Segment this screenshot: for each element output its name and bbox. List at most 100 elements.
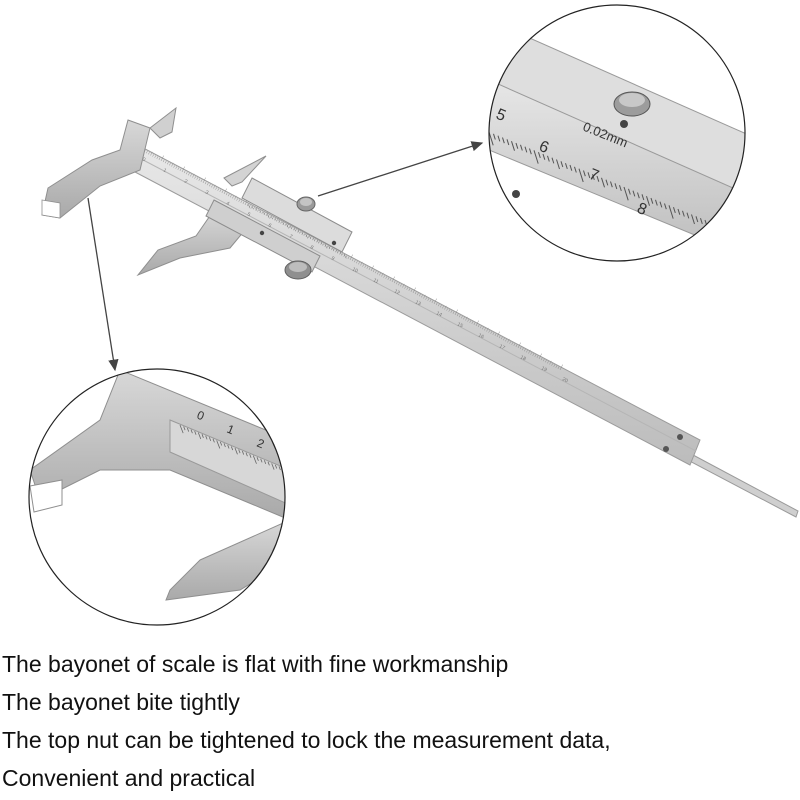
scale-tick (520, 144, 523, 151)
scale-tick (610, 181, 613, 188)
scale-tick (232, 196, 234, 199)
scale-tick (614, 183, 618, 190)
scale-tick (465, 316, 468, 321)
scale-tick (320, 241, 323, 245)
scale-tick (301, 231, 304, 235)
vernier-slider (241, 177, 353, 253)
scale-tick (555, 365, 558, 368)
scale-tick (718, 225, 721, 232)
scale-tick (542, 153, 546, 160)
scale-tick (479, 325, 482, 329)
depth-rod (679, 447, 799, 518)
scale-tick (238, 449, 241, 454)
scale-tick (290, 226, 293, 230)
scale-tick (223, 443, 226, 448)
scale-tick (353, 259, 356, 263)
scale-tick (511, 342, 514, 345)
scale-tick (201, 434, 204, 438)
main-scale-number: 13 (414, 299, 422, 307)
caption-line-3: The top nut can be tightened to lock the… (2, 727, 611, 753)
scale-tick (326, 245, 329, 249)
scale-tick (274, 464, 278, 469)
scale-tick (368, 267, 371, 271)
scale-tick (475, 320, 479, 327)
scale-tick (731, 230, 735, 237)
zoom-detail-jaws: 0 1 2 (29, 369, 285, 625)
scale-tick (198, 178, 201, 181)
scale-tick (152, 154, 154, 157)
scale-tick (628, 188, 631, 195)
scale-tick (209, 183, 211, 187)
scale-tick (188, 172, 190, 176)
scale-tick (542, 358, 545, 362)
main-scale-number: 14 (435, 310, 443, 318)
scale-tick (521, 347, 524, 351)
scale-tick (759, 242, 763, 255)
scale-tick (524, 348, 526, 352)
scale-tick (560, 161, 564, 168)
zoom-jaw-number: 1 (225, 422, 237, 438)
scale-tick (402, 283, 405, 288)
scale-tick (177, 167, 180, 170)
scale-tick (335, 249, 337, 253)
scale-tick (448, 309, 451, 312)
main-scale-number: 15 (456, 321, 464, 329)
scale-tick (722, 227, 726, 234)
scale-tick (158, 157, 161, 161)
scale-tick (530, 352, 532, 355)
scale-tick (578, 168, 584, 183)
scale-tick (429, 299, 432, 302)
scale-tick (583, 170, 586, 177)
scale-tick (534, 354, 537, 357)
scale-tick (278, 466, 281, 471)
scale-tick (755, 240, 757, 246)
scale-tick (549, 360, 552, 365)
scale-tick (540, 357, 543, 361)
scale-tick (280, 221, 283, 224)
scale-tick (247, 203, 251, 209)
beam-screw (663, 446, 669, 452)
scale-tick (372, 269, 375, 273)
scale-tick (493, 133, 496, 140)
scale-tick (750, 238, 752, 244)
scale-tick (284, 223, 287, 227)
main-scale-number: 7 (288, 233, 293, 240)
scale-tick (204, 181, 207, 185)
scale-tick (559, 364, 563, 371)
scale-tick (494, 333, 497, 337)
scale-tick (221, 190, 224, 194)
scale-tick (695, 216, 699, 223)
scale-tick (356, 260, 358, 264)
scale-tick (290, 225, 292, 229)
scale-tick (194, 430, 197, 435)
main-scale-number: 9 (330, 255, 335, 262)
scale-tick (486, 327, 489, 332)
scale-tick (655, 199, 658, 206)
scale-tick (538, 152, 541, 159)
scale-tick (601, 177, 605, 188)
scale-tick (255, 206, 258, 211)
scale-tick (587, 172, 591, 179)
scale-tick (295, 229, 297, 232)
scale-tick (488, 330, 490, 333)
scale-tick (496, 331, 500, 338)
scale-tick (252, 455, 257, 464)
scale-tick (387, 277, 390, 280)
scale-tick (316, 239, 319, 243)
scale-tick (398, 282, 400, 286)
scale-tick (515, 344, 518, 348)
scale-tick (641, 194, 645, 201)
scale-tick (497, 135, 501, 142)
scale-tick (272, 216, 274, 220)
scale-tick (202, 177, 206, 184)
scale-tick (431, 300, 434, 304)
fixed-upper-jaw (149, 106, 177, 139)
scale-tick (421, 295, 423, 298)
scale-tick (489, 131, 494, 146)
scale-tick (650, 197, 654, 204)
scale-tick (736, 232, 740, 243)
scale-tick (433, 298, 437, 305)
scale-tick (682, 210, 685, 217)
scale-tick (194, 176, 196, 179)
